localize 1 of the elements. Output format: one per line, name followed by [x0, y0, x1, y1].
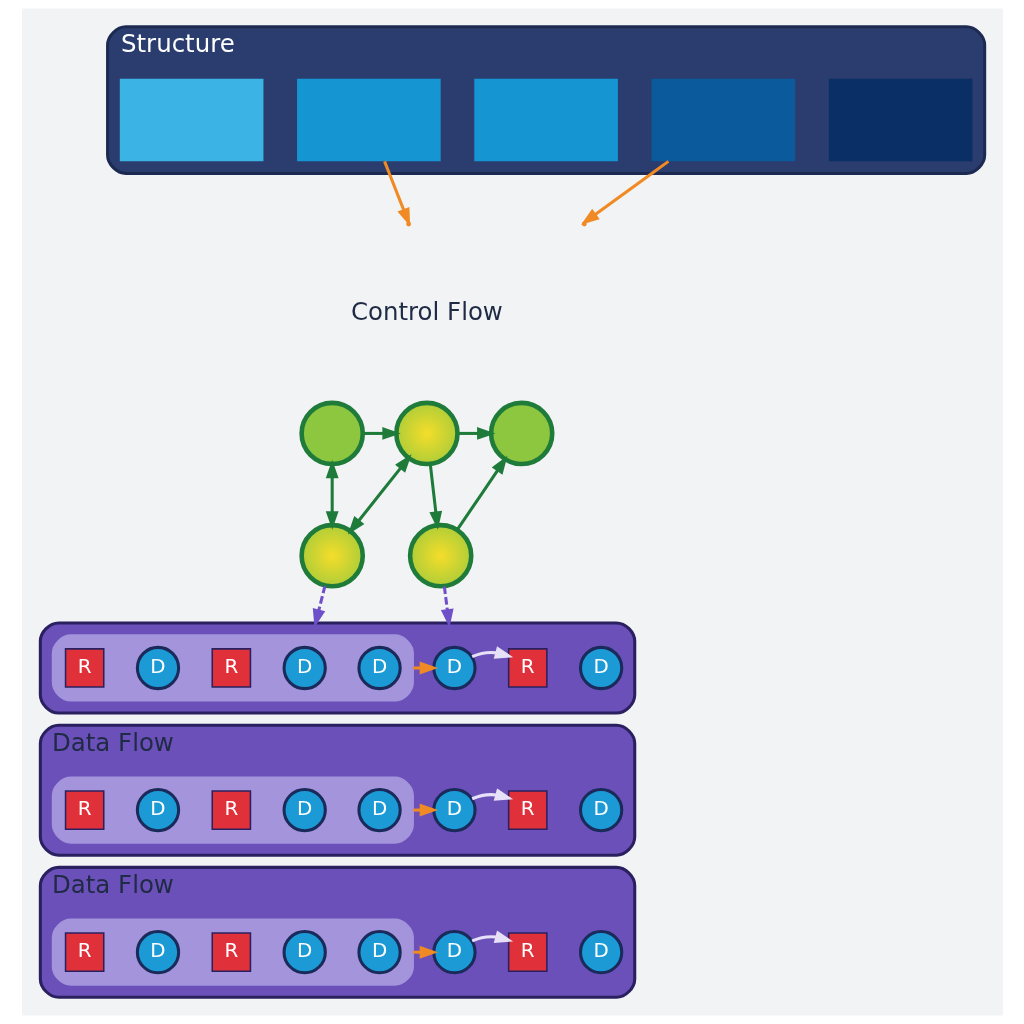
label: Control Flow	[350, 297, 503, 327]
